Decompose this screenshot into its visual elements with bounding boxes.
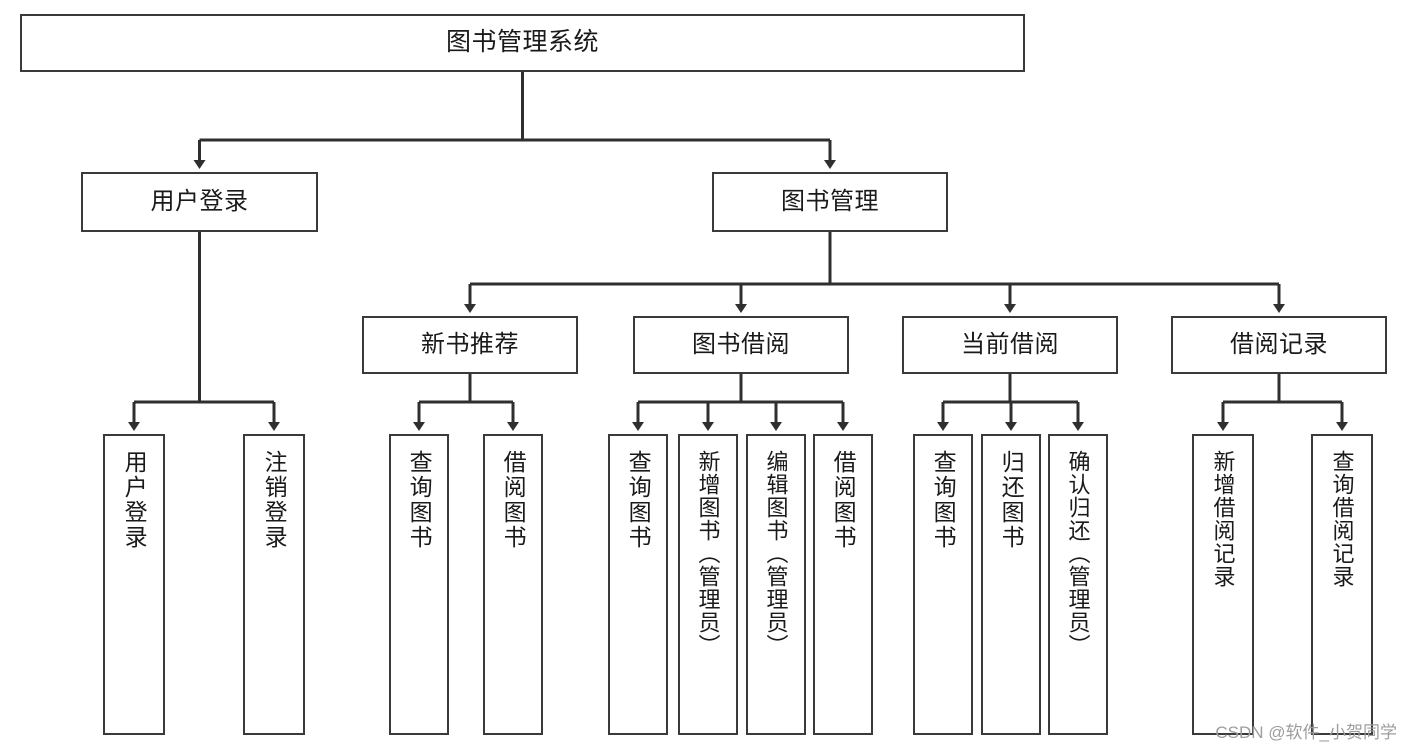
- node-leaf-bo-edit[interactable]: 编辑图书（管理员）: [746, 434, 806, 735]
- node-newbook[interactable]: 新书推荐: [362, 316, 578, 374]
- node-leaf-rc-query[interactable]: 查询借阅记录: [1311, 434, 1373, 735]
- node-leaf-cu-confirm[interactable]: 确认归还（管理员）: [1048, 434, 1108, 735]
- node-label: 查询借阅记录: [1329, 450, 1355, 588]
- node-label: 编辑图书（管理员）: [763, 450, 789, 657]
- node-label: 查询图书: [930, 450, 957, 550]
- node-label: 图书借阅: [692, 330, 790, 358]
- node-login[interactable]: 用户登录: [81, 172, 318, 232]
- node-label: 当前借阅: [961, 330, 1059, 358]
- node-label: 用户登录: [150, 187, 249, 215]
- node-label: 借阅图书: [500, 450, 527, 550]
- node-label: 查询图书: [625, 450, 652, 550]
- node-bookmgmt[interactable]: 图书管理: [712, 172, 948, 232]
- node-label: 新书推荐: [421, 330, 519, 358]
- node-label: 查询图书: [406, 450, 433, 550]
- node-label: 借阅图书: [830, 450, 857, 550]
- node-root[interactable]: 图书管理系统: [20, 14, 1025, 72]
- node-label: 归还图书: [998, 450, 1025, 550]
- watermark-label: CSDN @软件_小贺同学: [1215, 723, 1397, 742]
- node-leaf-nb-borrow[interactable]: 借阅图书: [483, 434, 543, 735]
- node-label: 图书管理系统: [445, 28, 599, 57]
- node-label: 确认归还（管理员）: [1065, 450, 1091, 657]
- node-label: 图书管理: [781, 187, 879, 215]
- node-label: 注销登录: [261, 450, 288, 550]
- node-leaf-nb-query[interactable]: 查询图书: [389, 434, 449, 735]
- node-label: 新增图书（管理员）: [695, 450, 721, 657]
- node-leaf-bo-add[interactable]: 新增图书（管理员）: [678, 434, 738, 735]
- node-leaf-rc-add[interactable]: 新增借阅记录: [1192, 434, 1254, 735]
- node-leaf-cu-query[interactable]: 查询图书: [913, 434, 973, 735]
- node-leaf-cu-return[interactable]: 归还图书: [981, 434, 1041, 735]
- node-current[interactable]: 当前借阅: [902, 316, 1118, 374]
- node-label: 借阅记录: [1230, 330, 1328, 358]
- node-records[interactable]: 借阅记录: [1171, 316, 1387, 374]
- node-leaf-bo-lend[interactable]: 借阅图书: [813, 434, 873, 735]
- node-label: 新增借阅记录: [1210, 450, 1236, 588]
- node-label: 用户登录: [121, 450, 148, 550]
- node-leaf-user-login[interactable]: 用户登录: [103, 434, 165, 735]
- node-borrow[interactable]: 图书借阅: [633, 316, 849, 374]
- node-leaf-user-logout[interactable]: 注销登录: [243, 434, 305, 735]
- node-leaf-bo-query[interactable]: 查询图书: [608, 434, 668, 735]
